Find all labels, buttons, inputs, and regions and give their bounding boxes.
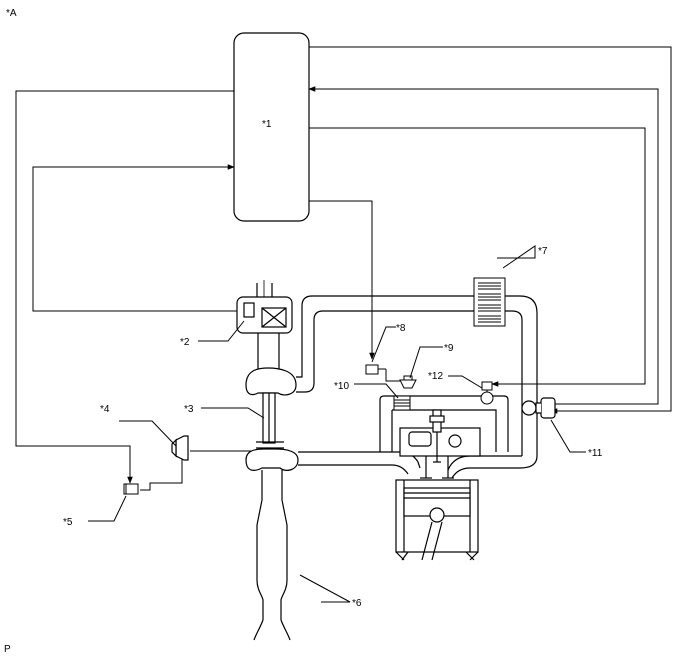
- label-air-flow-meter: *2: [180, 337, 190, 348]
- signal-wires: [15, 46, 672, 491]
- label-catalyst: *6: [352, 598, 362, 609]
- label-turbocharger: *3: [184, 404, 194, 415]
- figure-tag-top: *A: [6, 8, 17, 19]
- intake-manifold: [379, 395, 509, 452]
- label-vsv: *8: [396, 323, 406, 334]
- label-wastegate-vsv: *5: [63, 517, 73, 528]
- engine-cylinder: [395, 479, 479, 561]
- intercooler: [473, 277, 506, 327]
- turbo-shaft: [256, 392, 284, 449]
- throttle-body: [393, 395, 411, 411]
- label-ecu: *1: [262, 119, 272, 130]
- pressure-sensor: [399, 375, 417, 389]
- wastegate-actuator: [171, 435, 189, 461]
- exhaust-pipe: [256, 470, 288, 620]
- callout-leaders: [88, 245, 586, 603]
- intake-inlet-pipe: [256, 280, 280, 372]
- label-throttle-body: *10: [334, 381, 349, 392]
- temperature-sensor: [480, 381, 494, 405]
- vsv-valve: [365, 364, 400, 382]
- engine-valves: [420, 456, 454, 479]
- ecu-box: [233, 32, 310, 222]
- air-flow-meter: [236, 296, 293, 334]
- bypass-valve: [521, 397, 556, 419]
- intake-charge-pipe: [296, 295, 538, 456]
- exhaust-tail: [253, 619, 291, 641]
- compressor-housing: [245, 367, 297, 396]
- turbine-housing: [245, 448, 299, 471]
- fuel-injector: [429, 409, 445, 463]
- wastegate-vsv: [123, 483, 139, 495]
- label-wastegate-actuator: *4: [100, 404, 110, 415]
- label-temperature-sensor: *12: [428, 371, 443, 382]
- label-intercooler: *7: [538, 246, 548, 257]
- engine-cylinder-head: [399, 427, 481, 457]
- label-pressure-sensor: *9: [444, 343, 454, 354]
- figure-tag-bottom: P: [4, 644, 11, 655]
- label-bypass-valve: *11: [588, 448, 603, 459]
